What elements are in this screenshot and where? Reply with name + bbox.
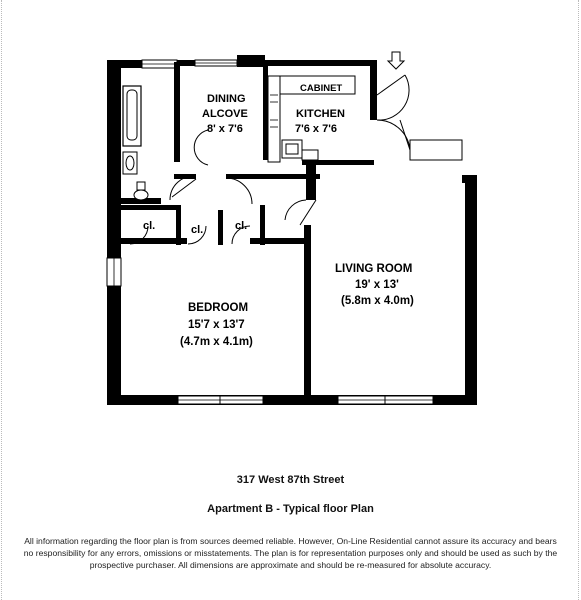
- doors: [129, 74, 463, 245]
- page-edge-right: [578, 0, 579, 600]
- toilet: [133, 181, 149, 201]
- living-metric: (5.8m x 4.0m): [341, 295, 414, 307]
- page-edge-left: [1, 0, 2, 600]
- interior-walls: [121, 62, 374, 400]
- sink: [122, 151, 138, 175]
- kitchen-counter: [267, 75, 356, 163]
- left-window: [106, 257, 122, 287]
- bathtub: [122, 85, 142, 147]
- address: 317 West 87th Street: [236, 474, 345, 486]
- bottom-windows: [177, 395, 434, 405]
- plan-title: Apartment B - Typical floor Plan: [207, 503, 374, 515]
- kitchen-hatch: [270, 94, 278, 128]
- kitchen-dims: 7'6 x 7'6: [295, 123, 337, 135]
- floor-plan: DINING ALCOVE 8' x 7'6 CABINET KITCHEN 7…: [106, 51, 477, 405]
- living-label: LIVING ROOM: [335, 263, 412, 275]
- dining-dims: 8' x 7'6: [207, 123, 243, 135]
- bedroom-metric: (4.7m x 4.1m): [180, 336, 253, 348]
- closet-label-3: cl.: [235, 220, 247, 232]
- disclaimer: All information regarding the floor plan…: [23, 536, 558, 570]
- dining-label-line1: DINING: [207, 93, 246, 105]
- room-labels: DINING ALCOVE 8' x 7'6 CABINET KITCHEN 7…: [143, 83, 414, 348]
- kitchen-label: KITCHEN: [296, 108, 345, 120]
- bedroom-dims: 15'7 x 13'7: [188, 319, 245, 331]
- cabinet-label: CABINET: [300, 83, 342, 94]
- dining-label-line2: ALCOVE: [202, 108, 248, 120]
- closet-label-1: cl.: [143, 220, 155, 232]
- closet-label-2: cl.: [191, 224, 203, 236]
- exterior-walls: [107, 55, 477, 405]
- bedroom-label: BEDROOM: [188, 302, 248, 314]
- living-dims: 19' x 13': [355, 279, 399, 291]
- down-arrow-icon: [386, 51, 406, 70]
